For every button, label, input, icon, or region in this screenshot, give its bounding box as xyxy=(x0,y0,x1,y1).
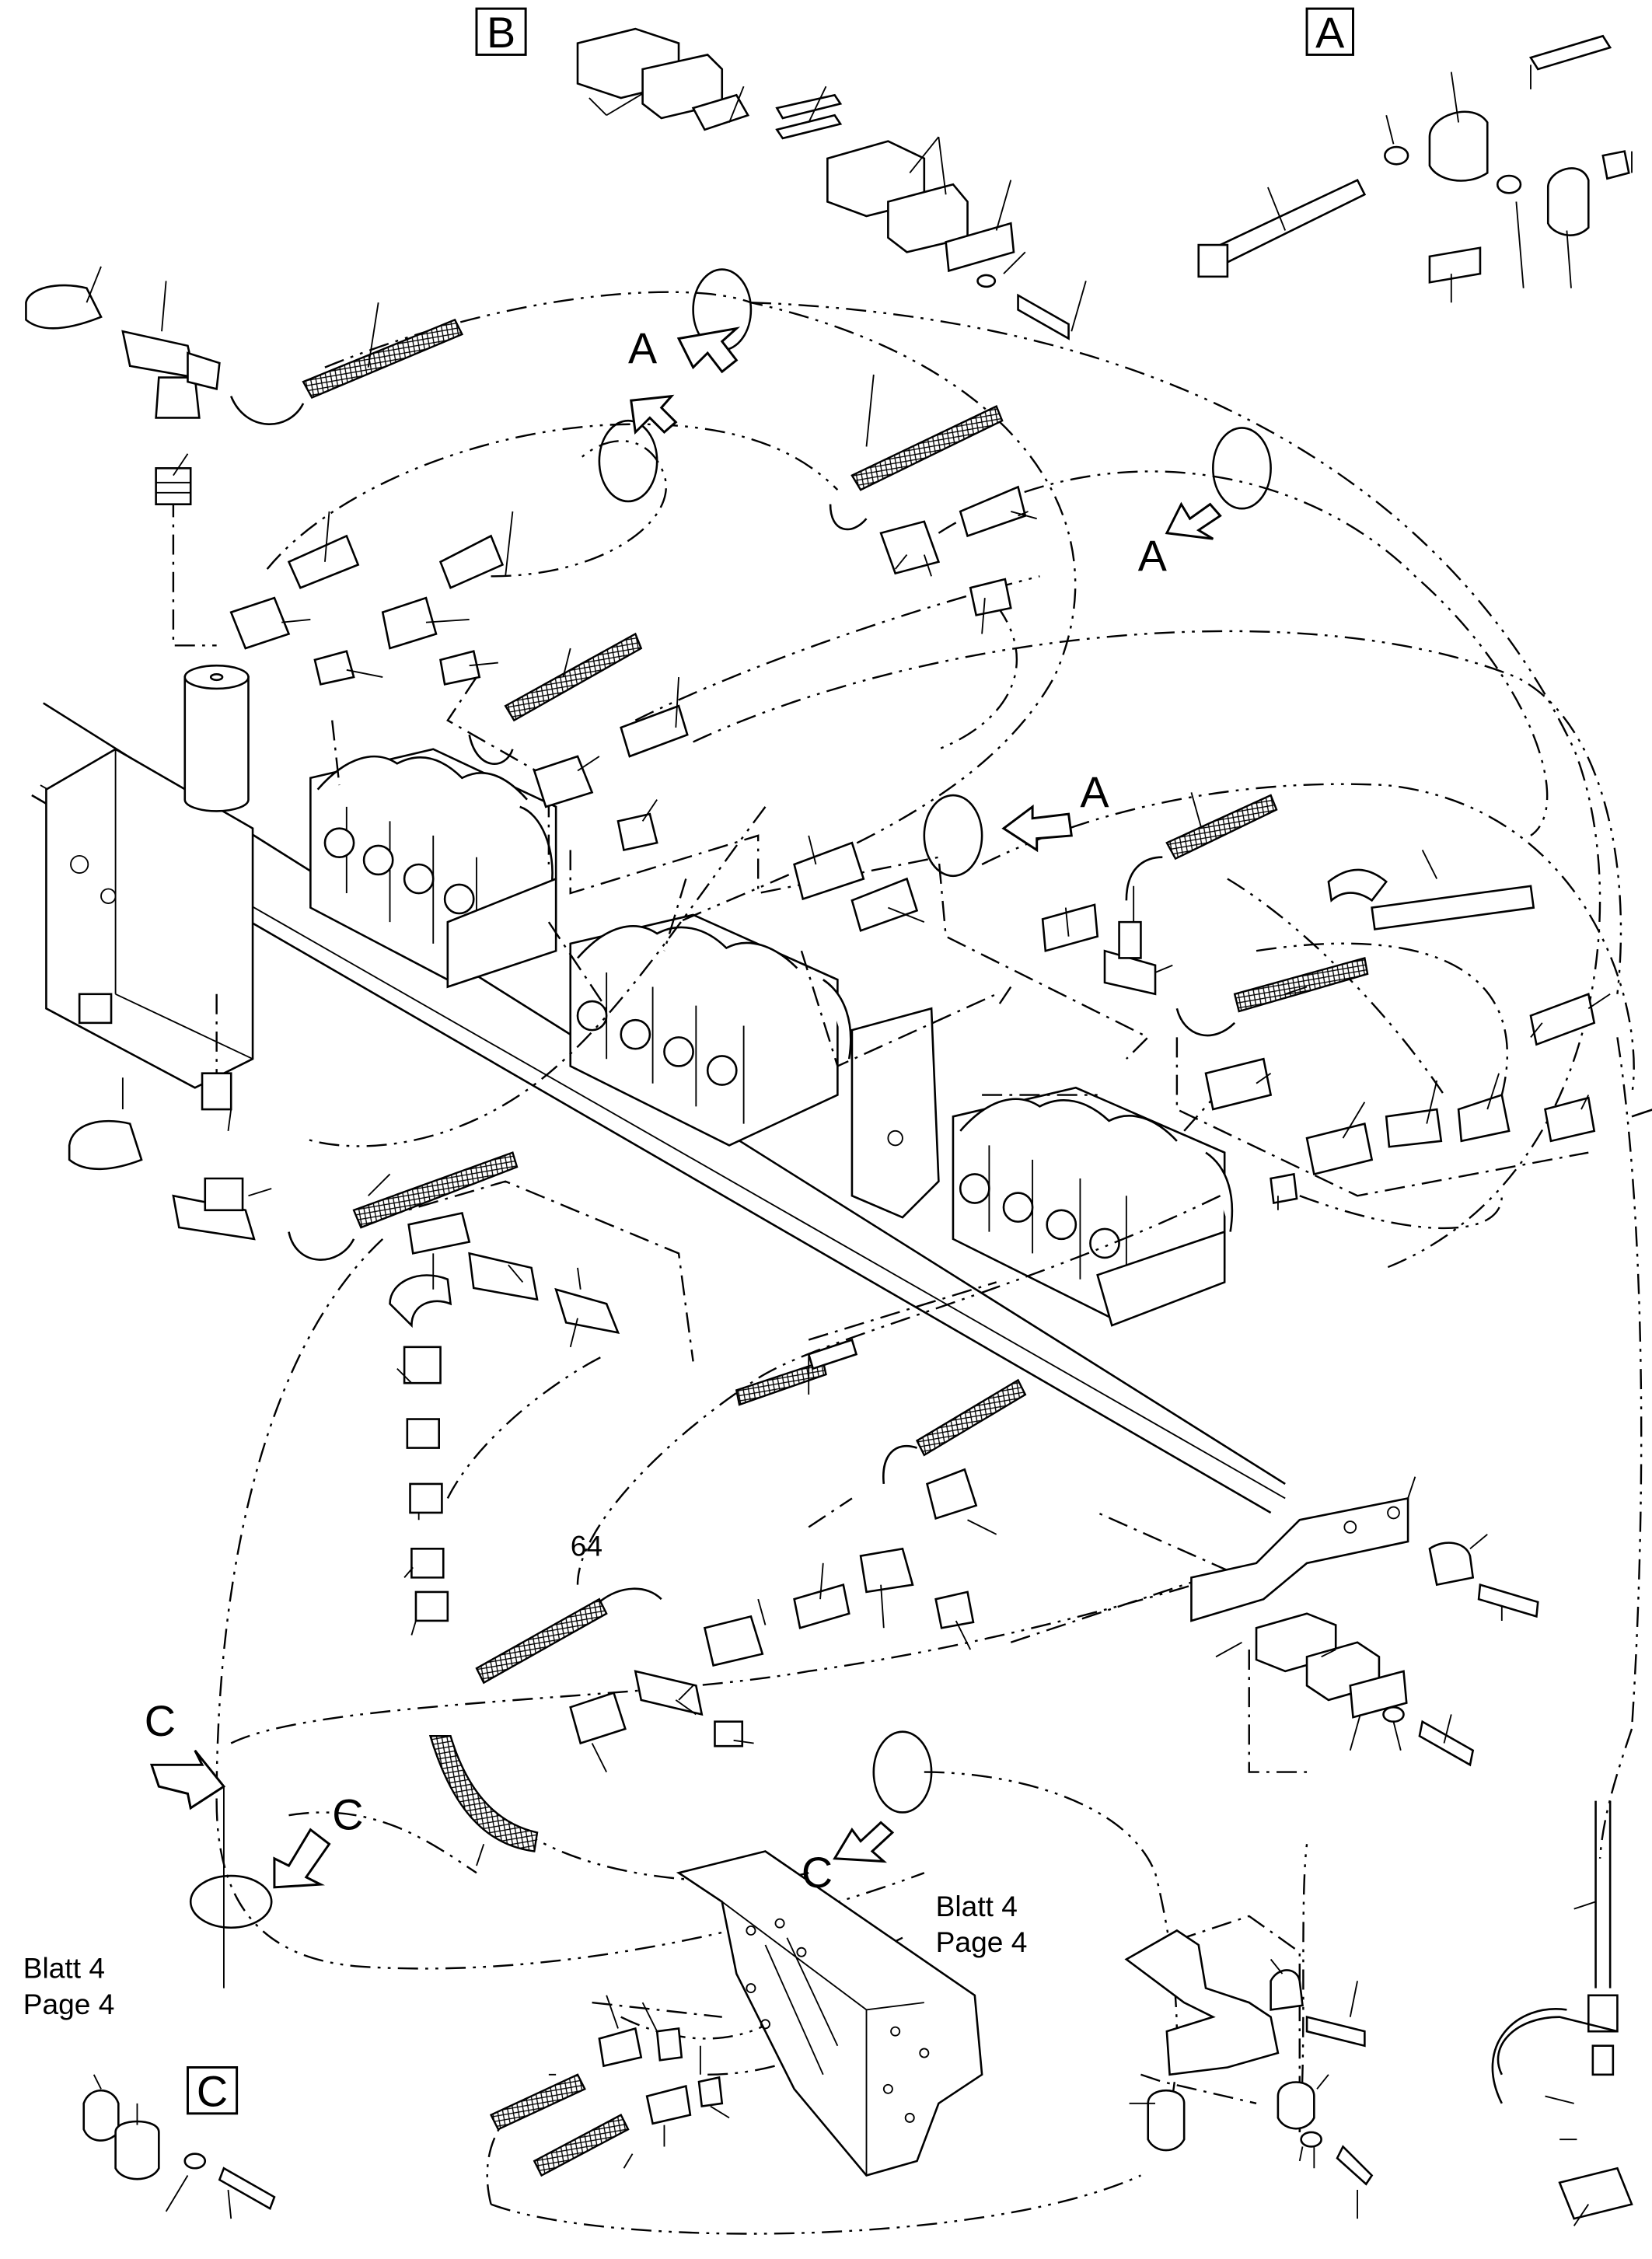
sheet-ref-center-en: Page 4 xyxy=(936,1926,1028,1958)
detail-c-clamp-parts xyxy=(82,2090,276,2211)
arrow-a-1 xyxy=(676,326,741,374)
view-label-b: B xyxy=(475,7,527,57)
sheet-ref-left-en: Page 4 xyxy=(23,1988,115,2020)
valve-bank-3 xyxy=(952,1086,1234,1327)
item-number-64: 64 xyxy=(571,1530,602,1562)
hose-routes xyxy=(215,291,1643,2235)
view-label-a-text: A xyxy=(1315,9,1345,57)
arrow-label-a-2: A xyxy=(1138,532,1168,580)
arrow-c-1 xyxy=(149,1749,226,1810)
arrow-a-3 xyxy=(1165,501,1222,540)
arrow-label-c-2: C xyxy=(332,1791,363,1839)
arrow-label-c-1: C xyxy=(145,1697,176,1745)
assembly-guide-lines xyxy=(172,497,1589,2132)
sheet-ref-left-de: Blatt 4 xyxy=(23,1952,105,1985)
arrow-a-2 xyxy=(630,394,678,435)
valve-bank-1 xyxy=(309,748,557,989)
view-label-c-text: C xyxy=(197,2068,228,2116)
bracket-assembly xyxy=(1124,1496,1539,2186)
sheet-ref-center-de: Blatt 4 xyxy=(936,1890,1018,1922)
view-label-c: C xyxy=(186,2066,239,2116)
view-label-b-text: B xyxy=(487,9,515,57)
manifold-block xyxy=(45,664,254,1089)
mounting-plate xyxy=(676,1850,983,2177)
view-label-a: A xyxy=(1305,7,1354,57)
view-arrows xyxy=(149,326,1222,1889)
arrow-c-2 xyxy=(273,1828,331,1889)
arrow-label-a-3: A xyxy=(1080,768,1109,816)
braided-hoses xyxy=(229,318,1619,2177)
detail-b-clamp-parts xyxy=(576,27,1070,340)
detail-a-clamp-parts xyxy=(1197,34,1630,284)
arrow-label-a-1: A xyxy=(628,324,658,372)
arrow-a-4 xyxy=(1001,804,1073,853)
leader-lines xyxy=(86,65,1633,2226)
arrow-label-c-3: C xyxy=(802,1849,833,1897)
valve-bank-2 xyxy=(569,913,940,1219)
section-markers xyxy=(189,268,1272,1988)
arrow-c-3 xyxy=(833,1821,895,1863)
